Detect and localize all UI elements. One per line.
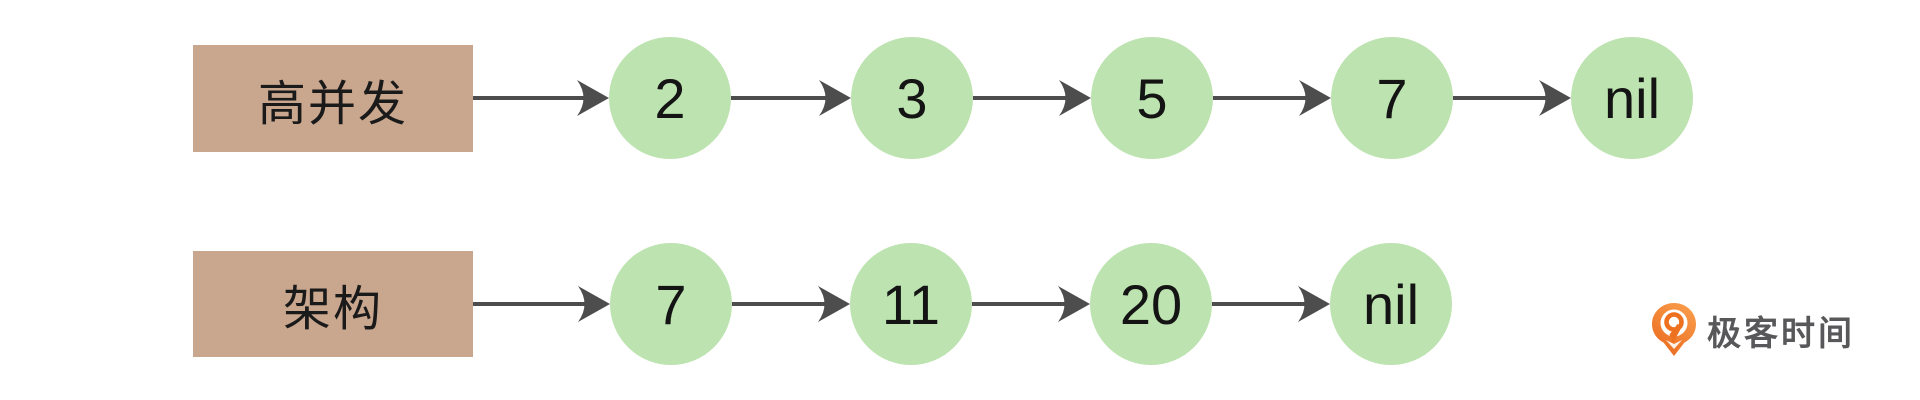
list-node: 5 (1091, 37, 1213, 159)
geektime-logo: 极客时间 (1652, 303, 1855, 357)
list-node: 20 (1090, 243, 1212, 365)
list-label-box-1: 高并发 (193, 45, 473, 152)
list-node-nil: nil (1571, 37, 1693, 159)
list-node-nil: nil (1330, 243, 1452, 365)
list-node: 7 (610, 243, 732, 365)
list-label: 高并发 (257, 77, 408, 131)
list-node: 11 (850, 243, 972, 365)
list-label: 架构 (282, 283, 383, 336)
list-label-box-2: 架构 (193, 251, 473, 357)
list-node: 2 (609, 37, 731, 159)
geektime-pin-icon (1652, 303, 1696, 356)
list-node: 7 (1331, 37, 1453, 159)
list-node: 3 (851, 37, 973, 159)
geektime-wordmark: 极客时间 (1707, 314, 1855, 353)
